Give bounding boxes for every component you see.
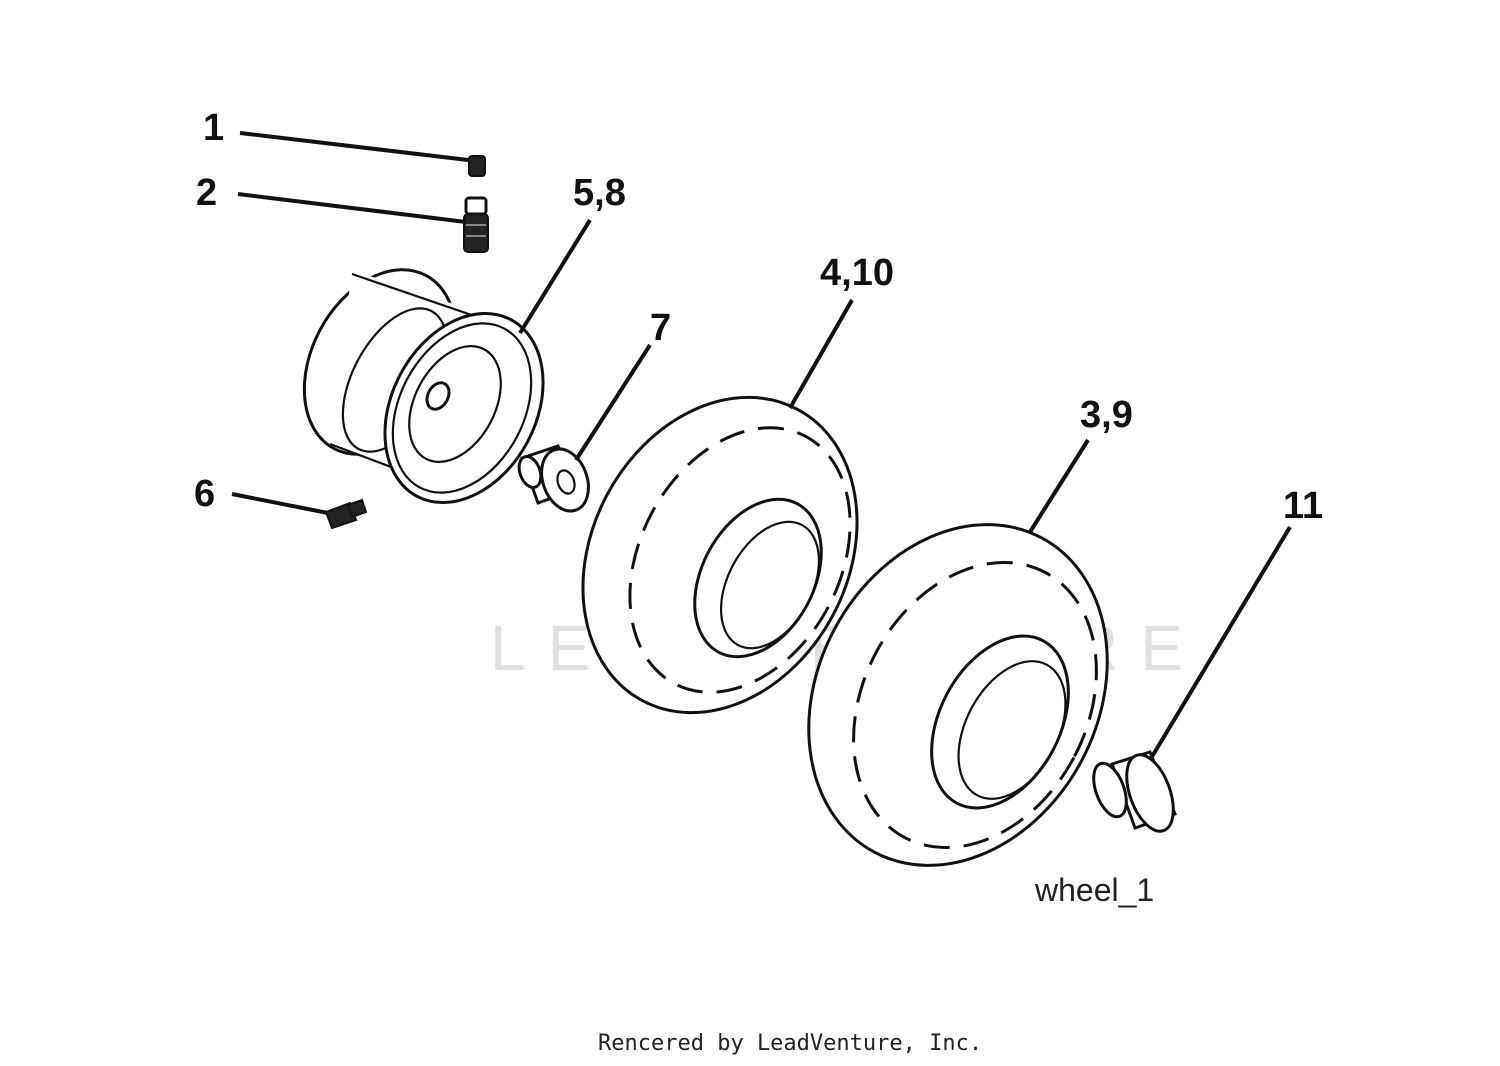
leader-line-58 xyxy=(518,218,592,335)
callout-5-8: 5,8 xyxy=(573,172,626,214)
callout-4-10: 4,10 xyxy=(820,252,894,294)
grease-fitting xyxy=(324,498,368,530)
leader-line-11 xyxy=(1148,525,1292,762)
callout-7: 7 xyxy=(650,307,671,349)
valve-cap xyxy=(468,155,486,177)
leader-line-7 xyxy=(574,343,652,462)
callout-labels: 1 2 5,8 6 7 4,10 3,9 11 xyxy=(194,107,1323,527)
callout-3-9: 3,9 xyxy=(1080,394,1133,436)
bushing xyxy=(517,444,590,513)
leader-line-2 xyxy=(237,192,467,224)
footer-credit: Rencered by LeadVenture, Inc. xyxy=(598,1031,982,1056)
callout-1: 1 xyxy=(203,107,224,149)
axle-sleeve xyxy=(1092,750,1177,833)
valve-stem xyxy=(463,196,489,253)
figure-id: wheel_1 xyxy=(1034,872,1154,908)
leader-line-1 xyxy=(239,131,469,162)
callout-11: 11 xyxy=(1283,485,1323,527)
leader-line-410 xyxy=(788,299,854,409)
rear-tire xyxy=(807,523,1109,867)
callout-6: 6 xyxy=(194,473,215,515)
leader-line-39 xyxy=(1028,438,1090,534)
wheel-rim xyxy=(302,268,545,505)
leader-line-6 xyxy=(231,492,329,515)
callout-2: 2 xyxy=(196,172,217,214)
leader-lines xyxy=(231,131,1292,762)
front-tire xyxy=(581,395,859,715)
